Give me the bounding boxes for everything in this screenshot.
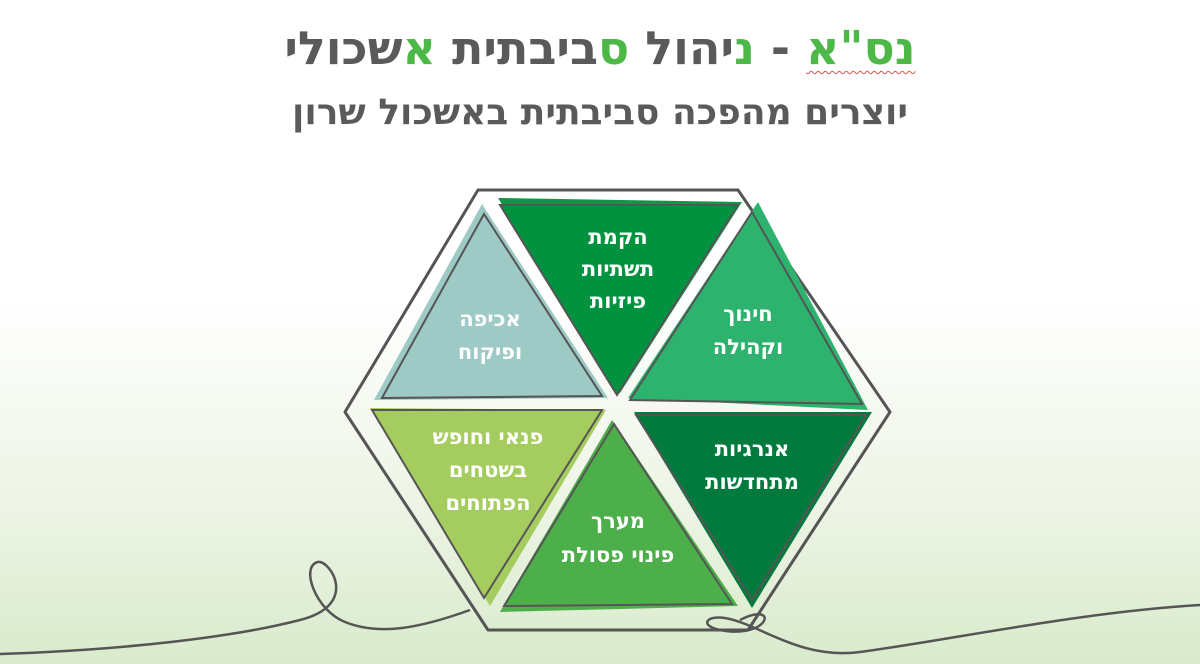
title-initial-1: נ [734, 21, 755, 75]
title-initial-2: ס [598, 21, 630, 75]
segment-infrastructure-line-3: פיזיות [590, 289, 646, 313]
segment-infrastructure-line-2: תשתיות [582, 257, 654, 281]
segment-infrastructure: הקמת תשתיות פיזיות [498, 198, 742, 397]
segment-education-line-2: וקהילה [713, 335, 783, 359]
segment-energy-line-1: אנרגיות [715, 437, 790, 461]
segment-waste: מערך פינוי פסולת [500, 420, 738, 612]
hexagon-outline [343, 188, 892, 632]
page-title: נס"א - ניהול סביבתית אשכולי [0, 18, 1200, 78]
segment-education-line-1: חינוך [723, 302, 772, 326]
segment-enforcement-line-2: ופיקוח [458, 340, 522, 364]
segment-enforcement: אכיפה ופיקוח [374, 204, 608, 400]
title-rest-1: יהול [629, 21, 735, 75]
segment-leisure-line-1: פנאי וחופש [433, 425, 544, 449]
segment-leisure-line-3: הפתוחים [445, 491, 530, 515]
title-rest-2: ביבתית [435, 21, 599, 75]
title-rest-3: שכולי [284, 21, 403, 75]
segment-energy: אנרגיות מתחדשות [634, 412, 872, 608]
title-initial-3: א [402, 21, 436, 75]
title-acronym: נס"א [806, 21, 916, 75]
segment-leisure-line-2: בשטחים [449, 458, 527, 482]
segment-leisure: פנאי וחופש בשטחים הפתוחים [370, 408, 606, 606]
title-dash: - [754, 21, 807, 75]
segment-infrastructure-line-1: הקמת [588, 225, 647, 249]
segment-waste-line-1: מערך [591, 509, 645, 533]
segment-waste-line-2: פינוי פסולת [562, 543, 675, 567]
segment-energy-line-2: מתחדשות [705, 470, 799, 494]
segment-education: חינוך וקהילה [628, 202, 868, 410]
segment-enforcement-line-1: אכיפה [459, 307, 521, 331]
page-subtitle: יוצרים מהפכה סביבתית באשכול שרון [292, 92, 908, 133]
